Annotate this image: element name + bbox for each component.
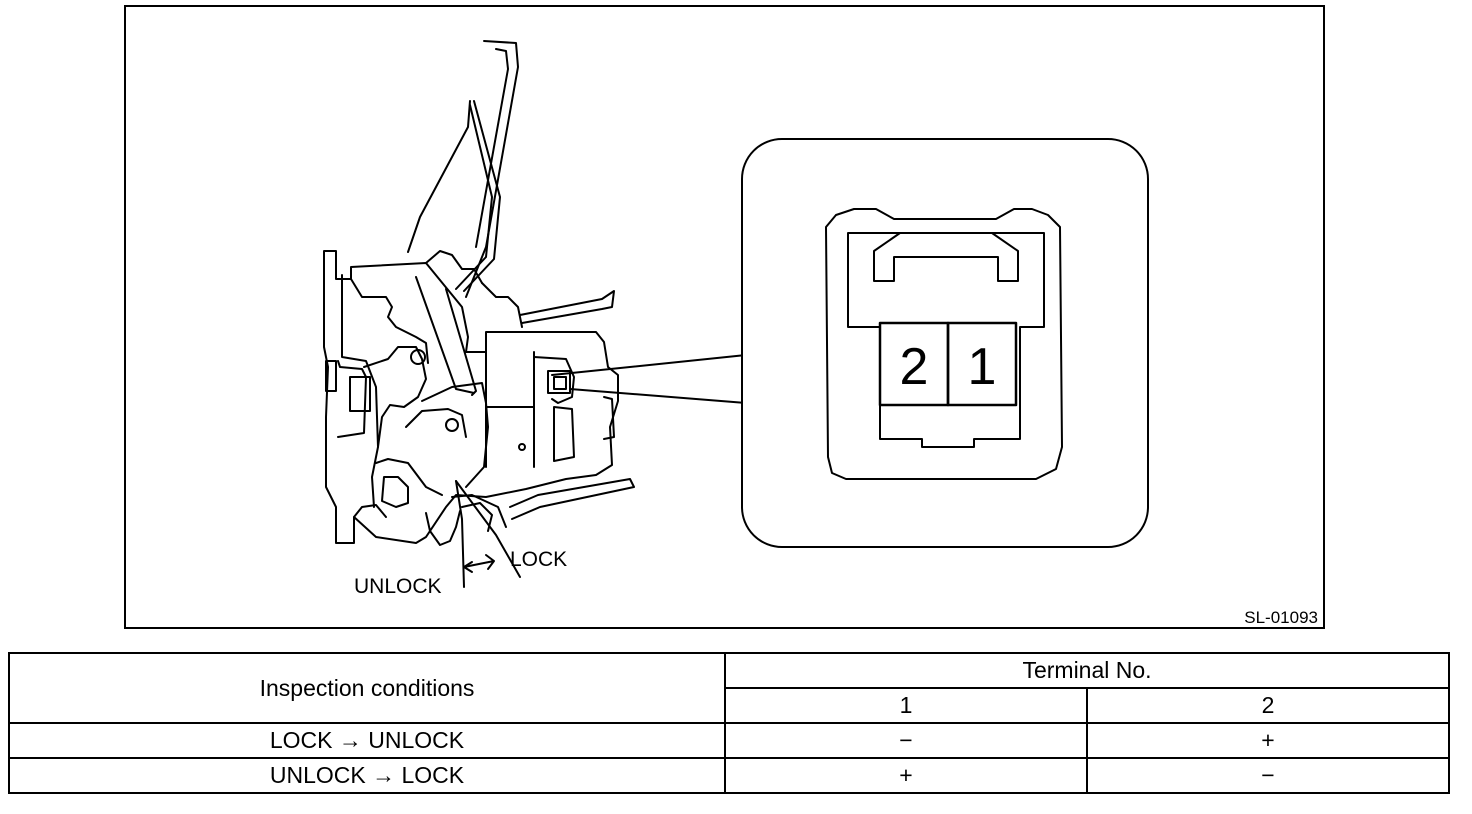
- actuator-rods: [407, 40, 519, 298]
- diagram-frame: 2 1 LOCK UNLOCK SL-01093: [124, 5, 1325, 629]
- row-terminal-1-polarity: +: [724, 757, 1088, 794]
- lock-callout: LOCK: [510, 548, 567, 571]
- table-subheader-row: 1 2: [9, 687, 1451, 724]
- row-condition: UNLOCK → LOCK: [8, 757, 726, 794]
- row-condition: LOCK → UNLOCK: [8, 722, 726, 759]
- row-terminal-2-polarity: −: [1085, 757, 1451, 794]
- door-lock-actuator-diagram: 2 1 LOCK UNLOCK SL-01093: [323, 40, 1318, 627]
- unlock-callout: UNLOCK: [354, 575, 442, 598]
- header-inspection-conditions: Inspection conditions: [8, 652, 726, 724]
- lock-unlock-lever: [455, 480, 521, 588]
- terminal-1-label: 1: [968, 338, 997, 396]
- row-terminal-1-polarity: −: [724, 722, 1088, 759]
- row-terminal-2-polarity: +: [1085, 722, 1451, 759]
- table-header-row: Inspection conditions Terminal No.: [8, 652, 1451, 724]
- header-terminal-1: 1: [724, 687, 1088, 724]
- header-terminal-2: 2: [1085, 687, 1451, 724]
- header-terminal-no: Terminal No.: [723, 652, 1451, 689]
- terminal-2-label: 2: [900, 338, 929, 396]
- figure-id-label: SL-01093: [1244, 608, 1318, 627]
- door-lock-actuator-body: [323, 250, 635, 546]
- table-row: LOCK → UNLOCK − +: [8, 722, 1451, 759]
- table-row: UNLOCK → LOCK + −: [8, 757, 1451, 794]
- connector-magnified-view: [551, 138, 1149, 548]
- inspection-table: Inspection conditions Terminal No. 1 2 L…: [8, 652, 1451, 794]
